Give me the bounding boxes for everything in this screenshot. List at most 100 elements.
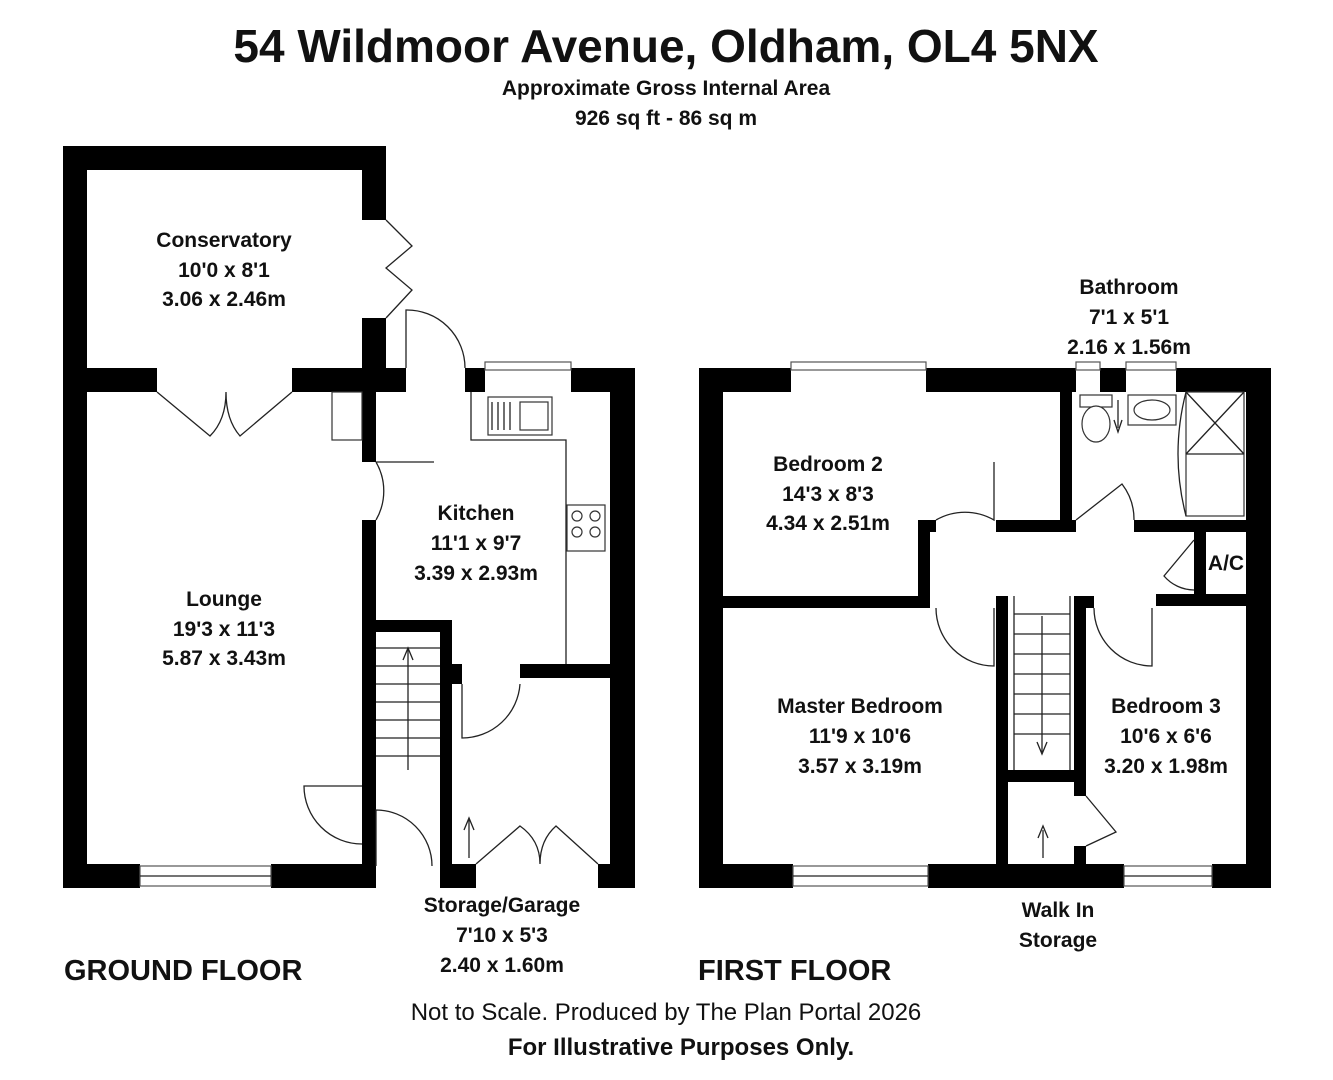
room-metric: 3.20 x 1.98m: [1104, 755, 1228, 778]
wall: [723, 596, 923, 608]
ac-cupboard-door: [1163, 539, 1195, 591]
wall: [926, 368, 1076, 392]
wall: [292, 368, 406, 392]
wall: [271, 864, 376, 888]
room-name: Bedroom 3: [1111, 695, 1221, 718]
room-master-bedroom-label: Master Bedroom 11'9 x 10'6 3.57 x 3.19m: [777, 695, 943, 778]
first-floor-label: FIRST FLOOR: [698, 955, 891, 987]
room-name: Master Bedroom: [777, 695, 943, 718]
wall: [1212, 864, 1271, 888]
conservatory-side-door: [384, 219, 413, 319]
ground-floor-plan: [63, 146, 635, 888]
wall: [362, 146, 386, 220]
wall: [1134, 520, 1246, 532]
lounge-door: [303, 785, 363, 845]
room-lounge-label: Lounge 19'3 x 11'3 5.87 x 3.43m: [162, 588, 286, 670]
first-floor-plan: [699, 361, 1271, 888]
wall: [1074, 846, 1086, 864]
wall: [362, 620, 447, 632]
room-metric: 2.16 x 1.56m: [1067, 336, 1191, 359]
disclaimer: For Illustrative Purposes Only.: [508, 1034, 854, 1061]
wall: [1194, 532, 1206, 596]
room-imperial: 19'3 x 11'3: [173, 618, 275, 641]
room-conservatory-label: Conservatory 10'0 x 8'1 3.06 x 2.46m: [156, 229, 292, 311]
room-name: Bedroom 2: [773, 453, 883, 476]
walk-in-storage-door: [1085, 795, 1118, 847]
wall: [1074, 596, 1086, 796]
wall: [1060, 392, 1072, 532]
wall: [63, 864, 140, 888]
wall: [918, 520, 930, 608]
room-name: Kitchen: [437, 502, 514, 525]
room-name: Lounge: [186, 588, 262, 611]
area-label: Approximate Gross Internal Area: [502, 77, 831, 100]
wall: [452, 664, 462, 684]
room-walk-in-storage-label: Walk In Storage: [1019, 899, 1097, 952]
kitchen-rear-door: [405, 309, 466, 369]
bathroom-door: [1075, 483, 1135, 521]
scale-note: Not to Scale. Produced by The Plan Porta…: [411, 999, 922, 1026]
wall: [63, 146, 386, 170]
room-metric: 2.40 x 1.60m: [440, 954, 564, 977]
room-metric: 4.34 x 2.51m: [766, 512, 890, 535]
room-imperial: 7'1 x 5'1: [1089, 306, 1169, 329]
wall: [63, 368, 157, 392]
bedroom2-door: [935, 462, 995, 522]
master-bedroom-door: [935, 607, 995, 667]
wall: [699, 368, 723, 888]
first-floor-stairs: [1013, 596, 1071, 770]
room-name-line1: Walk In: [1022, 899, 1095, 922]
wall: [699, 864, 793, 888]
room-name: Conservatory: [156, 229, 292, 252]
wall: [1100, 368, 1126, 392]
wall: [1156, 594, 1246, 606]
wall: [996, 520, 1076, 532]
room-bathroom-label: Bathroom 7'1 x 5'1 2.16 x 1.56m: [1067, 276, 1191, 359]
lounge-alcove: [331, 391, 363, 441]
room-imperial: 11'1 x 9'7: [431, 532, 522, 555]
room-name-line2: Storage: [1019, 929, 1097, 952]
room-imperial: 11'9 x 10'6: [809, 725, 911, 748]
kitchen-window: [484, 361, 572, 371]
bedroom2-window: [790, 361, 927, 371]
room-ac-label: A/C: [1208, 552, 1244, 575]
room-kitchen-label: Kitchen 11'1 x 9'7 3.39 x 2.93m: [414, 502, 538, 585]
room-imperial: 7'10 x 5'3: [456, 924, 548, 947]
room-name: Bathroom: [1079, 276, 1178, 299]
toilet-cistern: [1079, 394, 1113, 408]
wall: [996, 596, 1008, 864]
lounge-french-doors: [156, 391, 293, 437]
room-metric: 3.57 x 3.19m: [798, 755, 922, 778]
toilet-icon: [1081, 405, 1111, 443]
ground-floor-label: GROUND FLOOR: [64, 955, 302, 987]
wall: [1008, 770, 1078, 782]
ground-floor-stairs: [376, 646, 440, 770]
hob-icon: [566, 504, 606, 552]
wall: [465, 368, 485, 392]
front-door: [375, 809, 433, 867]
kitchen-worktop: [470, 392, 567, 664]
room-bedroom2-label: Bedroom 2 14'3 x 8'3 4.34 x 2.51m: [766, 453, 890, 535]
wall: [362, 318, 386, 370]
wall: [1246, 368, 1271, 888]
room-name: Storage/Garage: [424, 894, 580, 917]
area-value: 926 sq ft - 86 sq m: [575, 107, 757, 130]
wall: [440, 620, 452, 888]
wall: [918, 520, 936, 532]
wall: [362, 786, 376, 886]
room-storage-garage-label: Storage/Garage 7'10 x 5'3 2.40 x 1.60m: [424, 894, 580, 977]
wall: [362, 392, 376, 462]
wall: [1074, 596, 1094, 608]
room-metric: 3.06 x 2.46m: [162, 288, 286, 311]
garage-double-doors: [475, 825, 599, 865]
wall: [520, 664, 635, 678]
wall: [598, 864, 635, 888]
wall: [362, 520, 376, 786]
wall: [928, 864, 1124, 888]
room-imperial: 14'3 x 8'3: [782, 483, 874, 506]
room-metric: 3.39 x 2.93m: [414, 562, 538, 585]
wall: [440, 864, 476, 888]
room-bedroom3-label: Bedroom 3 10'6 x 6'6 3.20 x 1.98m: [1104, 695, 1228, 778]
garage-internal-door: [461, 683, 521, 739]
